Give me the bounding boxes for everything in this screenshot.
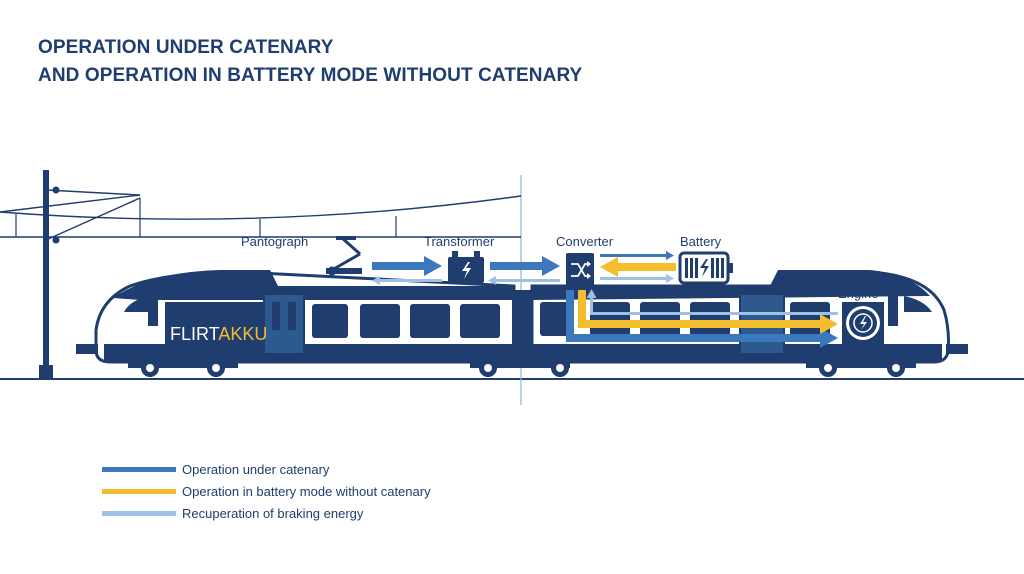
legend-swatch-recuperation xyxy=(102,510,176,516)
arrow-recuperation-to-battery xyxy=(600,274,674,283)
arrow-pantograph-to-transformer xyxy=(372,256,442,276)
legend-swatch-battery xyxy=(102,488,176,494)
legend-item-catenary: Operation under catenary xyxy=(102,458,431,480)
pantograph-icon xyxy=(326,236,362,276)
catenary-wire xyxy=(0,195,522,220)
label-pantograph: Pantograph xyxy=(241,234,308,249)
converter-icon xyxy=(566,253,594,287)
arrow-transformer-to-converter xyxy=(490,256,560,276)
arrow-recuperation-converter-to-transformer xyxy=(488,276,560,285)
arrow-converter-to-battery xyxy=(600,251,674,260)
legend-item-battery: Operation in battery mode without catena… xyxy=(102,480,431,502)
page-title: OPERATION UNDER CATENARY AND OPERATION I… xyxy=(38,34,582,90)
label-battery: Battery xyxy=(680,234,722,249)
title-line-1: OPERATION UNDER CATENARY xyxy=(38,37,334,58)
engine-icon xyxy=(842,302,884,344)
arrow-battery-to-converter xyxy=(600,257,676,277)
legend-label-catenary: Operation under catenary xyxy=(182,461,330,477)
title-line-2: AND OPERATION IN BATTERY MODE WITHOUT CA… xyxy=(38,65,583,86)
brand-logo: FLIRTAKKU xyxy=(170,324,267,344)
legend-label-battery: Operation in battery mode without catena… xyxy=(182,483,431,499)
legend-item-recuperation: Recuperation of braking energy xyxy=(102,502,431,524)
legend-swatch-catenary xyxy=(102,466,176,472)
legend-label-recuperation: Recuperation of braking energy xyxy=(182,505,364,521)
legend: Operation under catenary Operation in ba… xyxy=(102,458,431,524)
transformer-icon xyxy=(448,251,484,283)
arrow-converter-to-engine-catenary xyxy=(566,290,838,348)
battery-icon xyxy=(678,251,733,285)
catenary-mast xyxy=(43,170,49,378)
label-transformer: Transformer xyxy=(424,234,495,249)
train-left-car xyxy=(76,270,516,377)
arrow-converter-to-engine-battery xyxy=(578,290,838,334)
label-converter: Converter xyxy=(556,234,614,249)
arrow-engine-to-converter-recuperation xyxy=(586,289,838,315)
arrow-recuperation-transformer-to-pantograph xyxy=(372,276,442,285)
catenary-structure xyxy=(0,170,522,379)
label-engine: Engine xyxy=(838,286,878,301)
